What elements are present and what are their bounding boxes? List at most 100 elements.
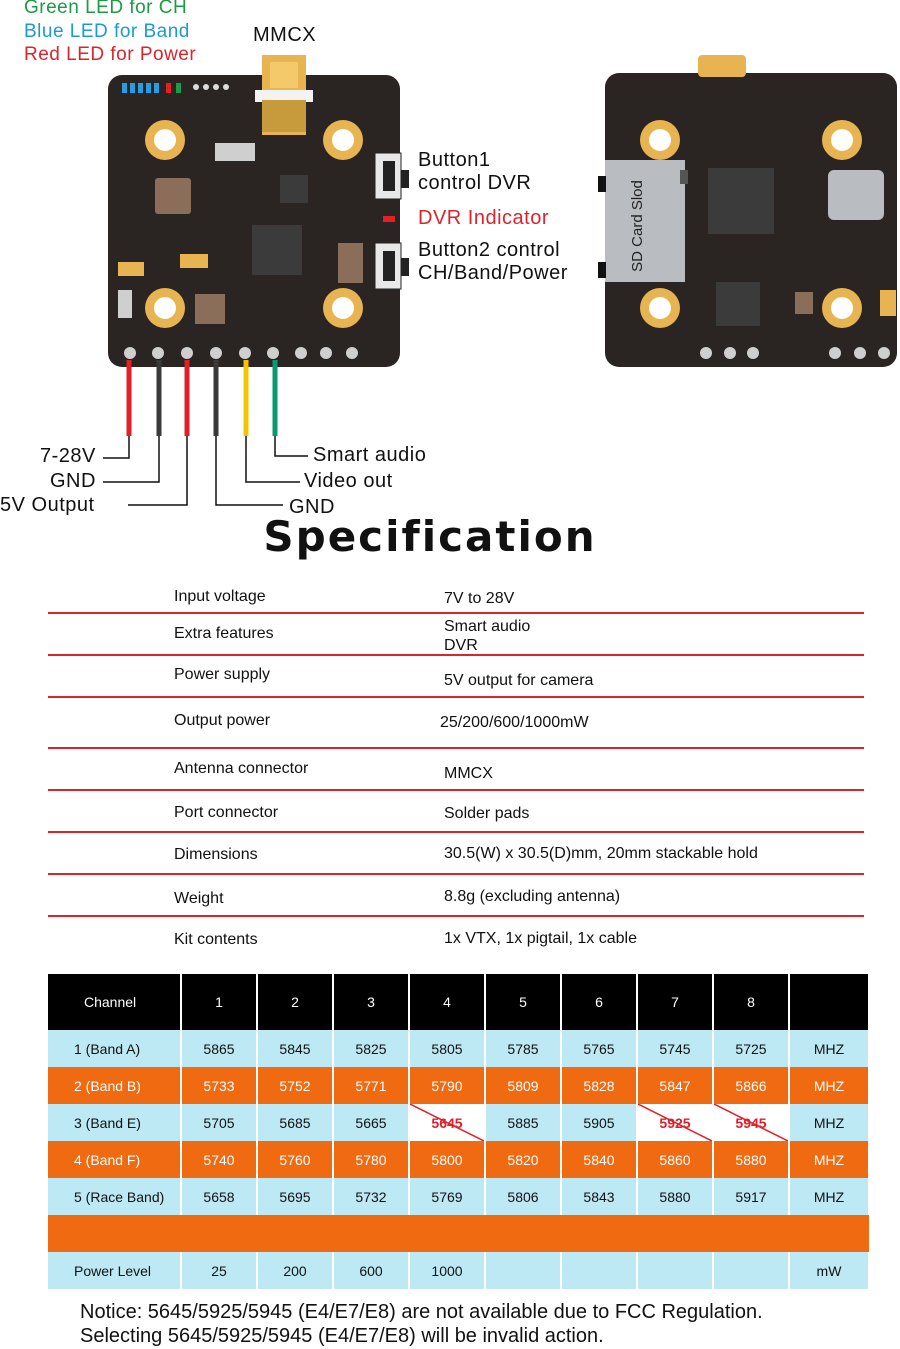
spec-value: MMCX — [444, 765, 493, 782]
freq-cell-unavailable: 5945 — [713, 1104, 790, 1141]
freq-cell: 5825 — [333, 1030, 410, 1067]
freq-cell: 5695 — [257, 1178, 334, 1215]
channel-header-row: Channel 1 2 3 4 5 6 7 8 — [48, 974, 870, 1030]
band-name: 2 (Band B) — [48, 1067, 182, 1104]
power-cell: 25 — [181, 1252, 258, 1289]
spec-row: Output power 25/200/600/1000mW — [48, 698, 864, 749]
legend-green: Green LED for CH — [24, 0, 188, 18]
spec-value: 7V to 28V — [444, 590, 515, 607]
freq-cell: 5843 — [561, 1178, 638, 1215]
power-cell: 200 — [257, 1252, 334, 1289]
spec-key: Port connector — [174, 804, 279, 821]
dvr-indicator-label: DVR Indicator — [418, 207, 549, 229]
wire-label-5v-output: 5V Output — [0, 494, 95, 516]
freq-text: 5645 — [431, 1114, 463, 1131]
freq-cell: 5880 — [637, 1178, 714, 1215]
spec-value: 25/200/600/1000mW — [440, 714, 589, 731]
freq-cell: 5865 — [181, 1030, 258, 1067]
wire-label-smart-audio: Smart audio — [313, 444, 427, 466]
header-cell: 7 — [637, 974, 714, 1030]
freq-cell: 5665 — [333, 1104, 410, 1141]
strike-line — [714, 1104, 788, 1141]
unit-cell: MHZ — [789, 1067, 870, 1104]
unit-cell: MHZ — [789, 1030, 870, 1067]
freq-cell: 5820 — [485, 1141, 562, 1178]
table-row-spacer — [48, 1215, 869, 1252]
header-cell: 4 — [409, 974, 486, 1030]
spec-value: 5V output for camera — [444, 672, 594, 689]
header-cell: 1 — [181, 974, 258, 1030]
freq-cell: 5658 — [181, 1178, 258, 1215]
header-cell: 3 — [333, 974, 410, 1030]
freq-cell-unavailable: 5925 — [637, 1104, 714, 1141]
freq-cell: 5809 — [485, 1067, 562, 1104]
spec-key: Extra features — [174, 625, 274, 642]
board-front — [108, 55, 409, 367]
header-cell: 5 — [485, 974, 562, 1030]
spec-title: Specification — [263, 512, 597, 561]
freq-cell: 5785 — [485, 1030, 562, 1067]
legend-red: Red LED for Power — [24, 44, 197, 65]
spec-row: Weight 8.8g (excluding antenna) — [48, 875, 864, 917]
freq-cell: 5769 — [409, 1178, 486, 1215]
freq-text: 5925 — [659, 1114, 691, 1131]
freq-cell: 5828 — [561, 1067, 638, 1104]
freq-cell: 5780 — [333, 1141, 410, 1178]
spec-key: Antenna connector — [174, 760, 309, 777]
button2-label: Button2 control — [418, 239, 561, 261]
spec-row: Extra features Smart audio DVR — [48, 614, 864, 656]
notice-line-1: Notice: 5645/5925/5945 (E4/E7/E8) are no… — [80, 1301, 763, 1323]
table-row-power-level: Power Level 25 200 600 1000 mW — [48, 1252, 870, 1289]
freq-cell: 5847 — [637, 1067, 714, 1104]
button2-desc: CH/Band/Power — [418, 262, 568, 284]
spacer-cell — [48, 1215, 869, 1252]
unit-cell: MHZ — [789, 1104, 870, 1141]
spec-row: Kit contents 1x VTX, 1x pigtail, 1x cabl… — [48, 917, 864, 959]
spec-value: 1x VTX, 1x pigtail, 1x cable — [444, 930, 637, 947]
freq-cell-unavailable: 5645 — [409, 1104, 486, 1141]
wire-label-gnd1: GND — [50, 470, 96, 492]
power-cell-empty — [561, 1252, 638, 1289]
button1-label: Button1 — [418, 149, 491, 171]
freq-cell: 5740 — [181, 1141, 258, 1178]
freq-cell: 5905 — [561, 1104, 638, 1141]
freq-cell: 5866 — [713, 1067, 790, 1104]
freq-cell: 5745 — [637, 1030, 714, 1067]
freq-cell: 5725 — [713, 1030, 790, 1067]
notice: Notice: 5645/5925/5945 (E4/E7/E8) are no… — [80, 1300, 763, 1348]
board-back: SD Card Slod — [598, 55, 897, 367]
spec-key: Kit contents — [174, 931, 258, 948]
freq-cell: 5917 — [713, 1178, 790, 1215]
spec-key: Dimensions — [174, 846, 258, 863]
vtx-board-diagram: SD Card Slod — [103, 55, 897, 506]
spec-row: Antenna connector MMCX — [48, 749, 864, 791]
wire-label-video-out: Video out — [304, 470, 393, 492]
header-cell: 2 — [257, 974, 334, 1030]
strike-line — [410, 1104, 484, 1141]
wire-label-gnd2: GND — [289, 496, 335, 518]
freq-cell: 5860 — [637, 1141, 714, 1178]
unit-cell: MHZ — [789, 1141, 870, 1178]
button1-desc: control DVR — [418, 172, 532, 194]
channel-table: Channel 1 2 3 4 5 6 7 8 1 (Band A) 5865 … — [48, 974, 870, 1289]
spec-row: Dimensions 30.5(W) x 30.5(D)mm, 20mm sta… — [48, 833, 864, 875]
freq-cell: 5805 — [409, 1030, 486, 1067]
mmcx-label: MMCX — [253, 24, 317, 46]
spec-key: Output power — [174, 712, 271, 729]
sd-card-label: SD Card Slod — [629, 180, 646, 272]
spec-row: Port connector Solder pads — [48, 791, 864, 833]
spec-table: Input voltage 7V to 28V Extra features S… — [48, 582, 864, 959]
freq-cell: 5771 — [333, 1067, 410, 1104]
header-cell: 8 — [713, 974, 790, 1030]
spec-row: Input voltage 7V to 28V — [48, 582, 864, 614]
band-name: 5 (Race Band) — [48, 1178, 182, 1215]
freq-cell: 5880 — [713, 1141, 790, 1178]
freq-cell: 5885 — [485, 1104, 562, 1141]
power-cell: 600 — [333, 1252, 410, 1289]
power-cell-empty — [485, 1252, 562, 1289]
legend-blue: Blue LED for Band — [24, 21, 190, 42]
band-name: 4 (Band F) — [48, 1141, 182, 1178]
unit-cell: mW — [789, 1252, 870, 1289]
freq-cell: 5732 — [333, 1178, 410, 1215]
power-cell: 1000 — [409, 1252, 486, 1289]
